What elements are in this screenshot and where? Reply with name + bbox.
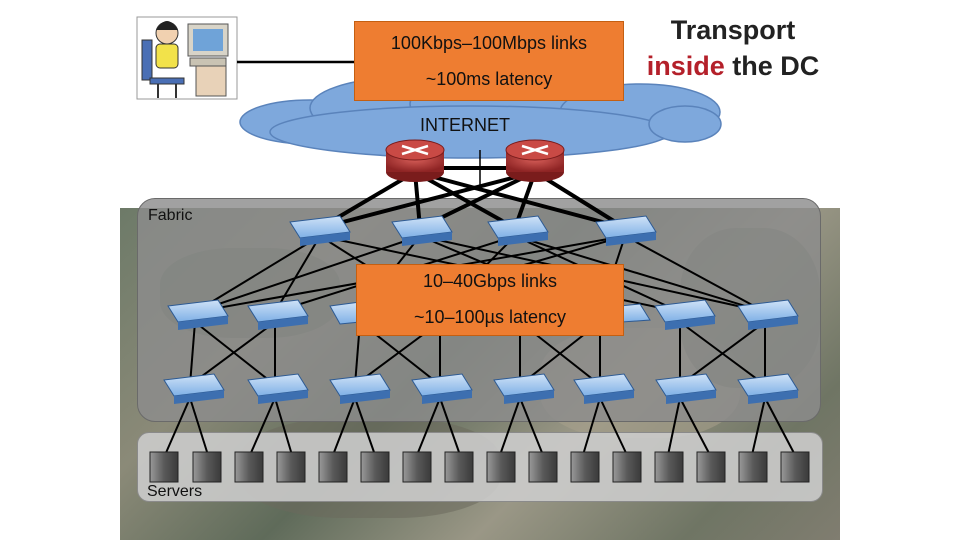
- switch-icon: [573, 373, 635, 404]
- switch-icon: [163, 373, 225, 404]
- server-links: [164, 397, 796, 456]
- router-icon: [385, 139, 445, 182]
- switch-icon: [737, 299, 799, 330]
- server-icon: [654, 451, 684, 483]
- fabric-callout: 10–40Gbps links ~10–100µs latency: [356, 264, 624, 336]
- server-icon: [570, 451, 600, 483]
- switch-icon: [411, 373, 473, 404]
- title-line-1: Transport: [670, 15, 796, 45]
- switch-icon: [247, 299, 309, 330]
- server-icon: [696, 451, 726, 483]
- switch-icon: [737, 373, 799, 404]
- server-icon: [528, 451, 558, 483]
- server-icon: [486, 451, 516, 483]
- switch-icon: [619, 303, 651, 323]
- internet-latency-text: ~100ms latency: [425, 69, 553, 89]
- switch-icon: [655, 373, 717, 404]
- switch-icon: [167, 299, 229, 330]
- title-line-2: inside the DC: [628, 48, 838, 84]
- switch-icon: [654, 299, 716, 330]
- server-icon: [612, 451, 642, 483]
- switch-icon: [289, 215, 351, 246]
- switch-icon: [487, 215, 549, 246]
- fabric-latency-text: ~10–100µs latency: [414, 307, 566, 327]
- switch-icon: [329, 373, 391, 404]
- slide-title: Transport inside the DC: [628, 12, 838, 84]
- server-icon: [318, 451, 348, 483]
- servers-label: Servers: [147, 483, 203, 500]
- fabric-links-text: 10–40Gbps links: [422, 271, 558, 291]
- server-icon: [402, 451, 432, 483]
- switch-icon: [595, 215, 657, 246]
- server-icon: [738, 451, 768, 483]
- server-icon: [444, 451, 474, 483]
- title-highlight: inside: [646, 51, 725, 81]
- title-rest: the DC: [732, 51, 820, 81]
- server-icon: [360, 451, 390, 483]
- switch-icon: [493, 373, 555, 404]
- internet-links-text: 100Kbps–100Mbps links: [390, 33, 588, 53]
- server-icon: [192, 451, 222, 483]
- server-icon: [234, 451, 264, 483]
- router-icon: [505, 139, 565, 182]
- fabric-label: Fabric: [148, 207, 193, 224]
- server-icon: [276, 451, 306, 483]
- switch-icon: [247, 373, 309, 404]
- internet-callout: 100Kbps–100Mbps links ~100ms latency: [354, 21, 624, 101]
- server-icon: [780, 451, 810, 483]
- server-icon: [149, 451, 179, 483]
- switch-icon: [391, 215, 453, 246]
- internet-label: INTERNET: [420, 115, 510, 135]
- user-computer-icon: [136, 16, 238, 100]
- core-links: [318, 166, 627, 230]
